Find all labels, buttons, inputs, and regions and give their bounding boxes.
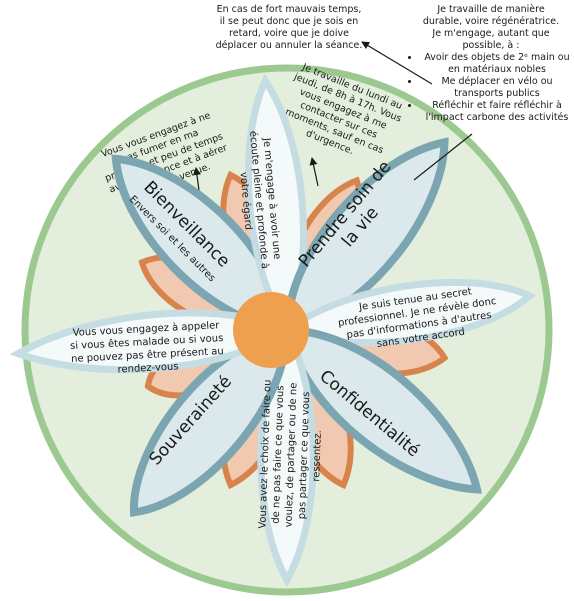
weather-arrow bbox=[361, 41, 433, 85]
svg-text:pas partager ce que vous: pas partager ce que vous bbox=[297, 391, 312, 519]
durable-item: Réfléchir et faire réfléchir à l'impact … bbox=[420, 100, 574, 124]
petal-appeler bbox=[9, 309, 295, 374]
durable-list: Avoir des objets de 2ᵉ main ou en matéri… bbox=[408, 52, 574, 124]
front-petals bbox=[9, 73, 536, 588]
svg-text:Vous avez le choix de faire ou: Vous avez le choix de faire ou bbox=[257, 379, 273, 529]
svg-text:votre égard: votre égard bbox=[238, 171, 255, 230]
durable-item: Avoir des objets de 2ᵉ main ou en matéri… bbox=[420, 52, 574, 76]
svg-text:rendez-vous: rendez-vous bbox=[117, 361, 179, 375]
petal-secret bbox=[279, 278, 536, 347]
svg-text:voulez, de partager ou de ne: voulez, de partager ou de ne bbox=[283, 382, 299, 527]
durable-item: Me déplacer en vélo ou transports public… bbox=[420, 76, 574, 100]
working-hours-arrow bbox=[309, 157, 319, 187]
flower-center bbox=[233, 292, 309, 368]
petal-souverainete bbox=[130, 325, 292, 517]
petal-confidentialite bbox=[282, 325, 483, 494]
svg-text:de ne pas faire ce que vous: de ne pas faire ce que vous bbox=[271, 385, 287, 524]
durable-line bbox=[413, 133, 473, 181]
durable-note: Je travaille de manière durable, voire r… bbox=[408, 4, 574, 124]
svg-text:ressentez.: ressentez. bbox=[311, 430, 324, 482]
weather-note: En cas de fort mauvais temps, il se peut… bbox=[215, 4, 363, 51]
petal-ecoute bbox=[244, 73, 307, 338]
choix-text-group: Vous avez le choix de faire ou de ne pas… bbox=[257, 379, 324, 529]
